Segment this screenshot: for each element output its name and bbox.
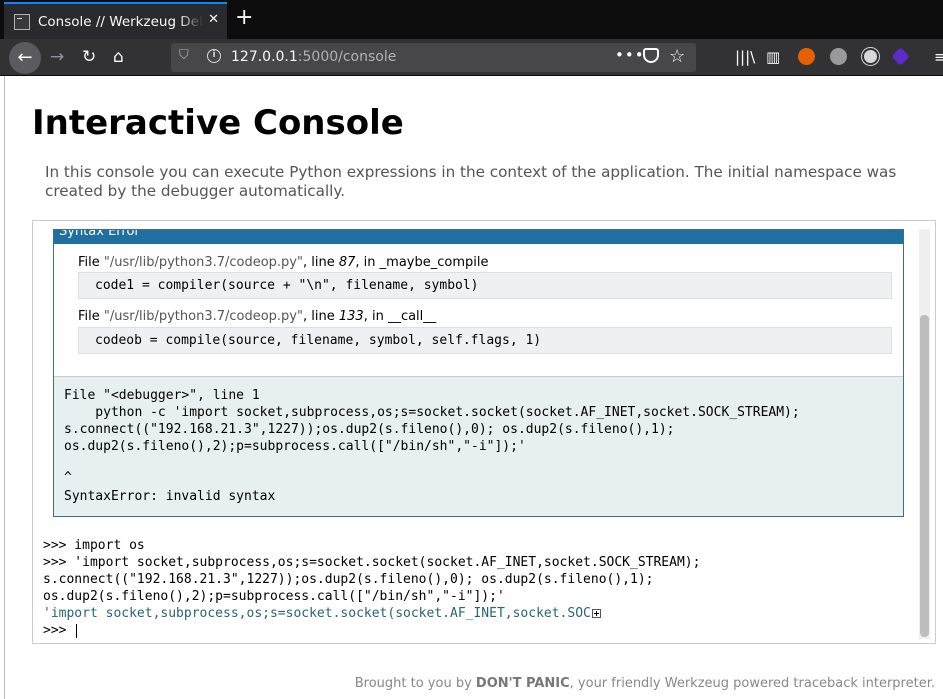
page-border xyxy=(4,76,5,699)
frame-path: "/usr/lib/python3.7/codeop.py" xyxy=(103,309,303,324)
intro-text: In this console you can execute Python e… xyxy=(45,163,897,200)
library-icon[interactable]: |||\ xyxy=(735,48,756,66)
footer-prefix: Brought to you by xyxy=(354,676,476,691)
terminal-icon xyxy=(14,13,30,30)
footer: Brought to you by DON'T PANIC, your frie… xyxy=(355,676,935,691)
url-host: 127.0.0.1 xyxy=(231,49,298,65)
frame-function: _maybe_compile xyxy=(379,255,489,270)
reload-button[interactable]: ↻ xyxy=(82,47,97,67)
plain-traceback-text: File "<debugger>", line 1 python -c 'imp… xyxy=(64,388,800,454)
browser-nav-bar: ← → ↻ ⌂ ⛉ i 127.0.0.1:5000/console ••• ☆… xyxy=(0,39,943,76)
frame-in-label: , in xyxy=(355,255,380,270)
console-result: 'import socket,subprocess,os;s=socket.so… xyxy=(43,606,591,621)
shield-icon[interactable]: ⛉ xyxy=(179,48,189,63)
page-title: Interactive Console xyxy=(32,103,404,143)
extension-cube-icon[interactable] xyxy=(891,47,910,66)
home-button[interactable]: ⌂ xyxy=(113,47,124,67)
close-tab-icon[interactable]: ✕ xyxy=(208,12,219,27)
console-history: >>> import os >>> 'import socket,subproc… xyxy=(43,538,701,604)
frame-in-label: , in xyxy=(363,309,388,324)
back-button[interactable]: ← xyxy=(9,42,41,74)
url-path: :5000/console xyxy=(297,49,397,65)
console-prompt: >>> xyxy=(43,623,75,638)
frame-line-label: , line xyxy=(303,255,339,270)
frame-function: __call__ xyxy=(387,309,437,324)
scrollbar-thumb[interactable] xyxy=(920,315,929,637)
frame-line-number: 133 xyxy=(338,309,364,324)
sidebar-icon[interactable]: ▥ xyxy=(766,48,781,66)
new-tab-button[interactable]: + xyxy=(235,5,254,30)
tab-title: Console // Werkzeug Debugger xyxy=(38,13,203,30)
frame-line-number: 87 xyxy=(338,255,356,270)
address-bar[interactable]: ⛉ i 127.0.0.1:5000/console ••• ☆ xyxy=(171,43,696,72)
plain-traceback: File "<debugger>", line 1 python -c 'imp… xyxy=(54,376,903,516)
traceback-box: Syntax Error File "/usr/lib/python3.7/co… xyxy=(53,229,904,517)
pocket-icon[interactable] xyxy=(643,48,659,63)
account-icon[interactable] xyxy=(862,48,879,65)
error-message: SyntaxError: invalid syntax xyxy=(64,489,276,504)
browser-tab[interactable]: Console // Werkzeug Debugger ✕ xyxy=(4,2,227,39)
browser-tab-bar: Console // Werkzeug Debugger ✕ + xyxy=(0,0,943,39)
extension-fox-icon[interactable] xyxy=(798,48,815,65)
expand-icon[interactable] xyxy=(591,609,601,618)
page-actions-button[interactable]: ••• xyxy=(615,46,645,64)
forward-button[interactable]: → xyxy=(50,47,65,67)
syntax-caret: ^ xyxy=(64,470,72,485)
bookmark-star-icon[interactable]: ☆ xyxy=(669,46,686,67)
frame-line-label: , line xyxy=(303,309,339,324)
frame-source-line[interactable]: code1 = compiler(source + "\n", filename… xyxy=(78,272,892,299)
console-result-line: 'import socket,subprocess,os;s=socket.so… xyxy=(43,605,601,622)
frame-file-label: File xyxy=(78,309,104,324)
info-icon[interactable]: i xyxy=(207,49,221,63)
menu-icon[interactable]: ≡ xyxy=(934,48,943,66)
frame-path: "/usr/lib/python3.7/codeop.py" xyxy=(103,255,303,270)
footer-brand: DON'T PANIC xyxy=(475,676,570,691)
frame-file-label: File xyxy=(78,255,104,270)
footer-suffix: , your friendly Werkzeug powered traceba… xyxy=(569,676,935,691)
console-panel[interactable]: Syntax Error File "/usr/lib/python3.7/co… xyxy=(32,220,936,644)
console-input[interactable] xyxy=(76,623,78,638)
traceback-header: Syntax Error xyxy=(54,230,903,244)
frame-source-line[interactable]: codeob = compile(source, filename, symbo… xyxy=(78,327,892,354)
frame-line: File "/usr/lib/python3.7/codeop.py", lin… xyxy=(78,255,488,270)
extension-cookie-icon[interactable] xyxy=(830,48,847,65)
url-text[interactable]: 127.0.0.1:5000/console xyxy=(231,49,396,65)
frame-line: File "/usr/lib/python3.7/codeop.py", lin… xyxy=(78,309,436,324)
console-input-line[interactable]: >>> xyxy=(43,622,78,639)
